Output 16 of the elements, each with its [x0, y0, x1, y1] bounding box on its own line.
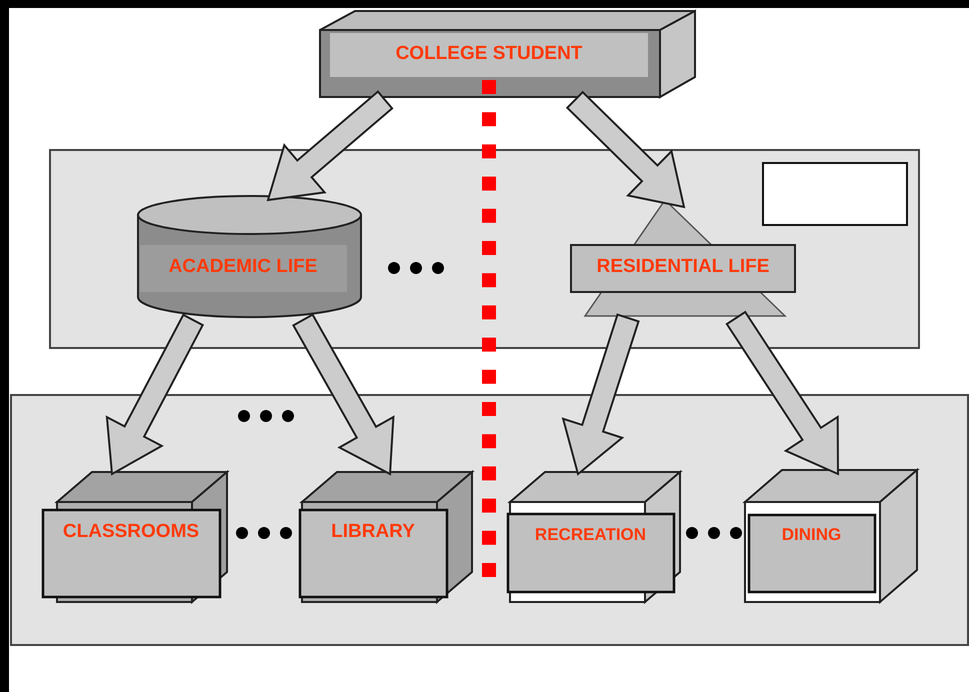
block-arrow: [106, 314, 204, 476]
empty-box: [762, 162, 908, 226]
block-arrow: [266, 90, 394, 202]
node-label: RESIDENTIAL LIFE: [596, 257, 770, 278]
node-label: ACADEMIC LIFE: [168, 257, 318, 278]
block-arrow: [562, 313, 640, 476]
block-arrow: [566, 90, 686, 208]
block-arrow: [292, 313, 394, 476]
band-panel: [49, 149, 920, 349]
node-label: COLLEGE STUDENT: [394, 44, 584, 65]
node-label: DINING: [780, 526, 842, 545]
node-label: CLASSROOMS: [62, 522, 200, 543]
node-label: RECREATION: [534, 526, 648, 545]
block-arrow: [725, 310, 839, 476]
band-panel: [10, 394, 969, 646]
node-label: LIBRARY: [330, 522, 416, 543]
